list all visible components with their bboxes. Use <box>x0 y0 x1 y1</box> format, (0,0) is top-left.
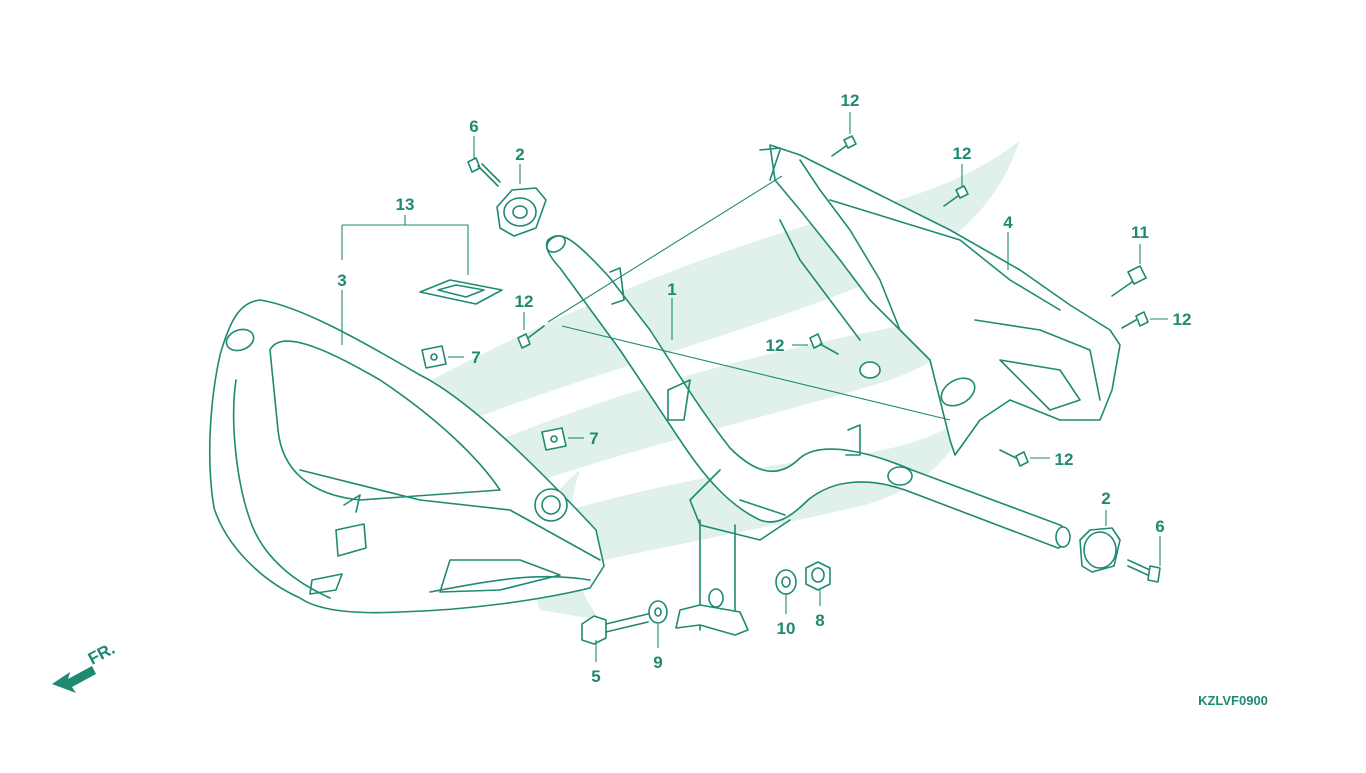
screw-12e <box>1121 311 1149 329</box>
callout-9: 9 <box>653 653 662 672</box>
screw-lower <box>1127 559 1161 583</box>
clip-nut-lower <box>541 427 567 451</box>
screw-12a <box>517 325 545 349</box>
callout-12-top-right: 12 <box>953 144 972 163</box>
callout-12-right: 12 <box>1173 310 1192 329</box>
callout-13: 13 <box>396 195 415 214</box>
callout-2-lower: 2 <box>1101 489 1110 508</box>
callout-7-upper: 7 <box>471 348 480 367</box>
washer-10 <box>775 569 797 595</box>
callout-4: 4 <box>1003 213 1013 232</box>
screw-12c <box>943 185 969 207</box>
callout-6-upper: 6 <box>469 117 478 136</box>
front-cover <box>208 299 605 614</box>
grommet-8 <box>805 561 831 591</box>
leader-lines <box>341 112 1168 662</box>
callout-11: 11 <box>1131 223 1149 242</box>
bolt-5 <box>581 613 649 645</box>
screw-upper <box>467 157 501 187</box>
callout-12-left: 12 <box>515 292 534 311</box>
washer-9 <box>648 600 668 624</box>
diagram-code: KZLVF0900 <box>1198 693 1268 708</box>
clip-nut-upper <box>421 345 447 369</box>
callout-1: 1 <box>667 280 676 299</box>
front-direction-label: FR. <box>85 639 118 669</box>
callout-2-upper: 2 <box>515 145 524 164</box>
callout-3: 3 <box>337 271 346 290</box>
callout-10: 10 <box>777 619 796 638</box>
handle-weight-right <box>1079 527 1121 573</box>
screw-12b <box>831 135 857 157</box>
callout-7-lower: 7 <box>589 429 598 448</box>
bolt-11 <box>1111 265 1147 297</box>
callout-5: 5 <box>591 667 600 686</box>
front-direction-arrow: FR. <box>52 639 118 693</box>
handle-weight-left <box>496 187 547 237</box>
screw-12f <box>999 449 1029 467</box>
screw-12d <box>809 333 839 355</box>
callout-8: 8 <box>815 611 824 630</box>
rear-cover <box>759 144 1121 456</box>
callout-12-middle: 12 <box>766 336 785 355</box>
callout-12-top: 12 <box>841 91 860 110</box>
emblem <box>419 279 503 305</box>
callouts: 1 2 2 3 4 5 6 6 7 7 8 9 10 11 12 12 12 1… <box>337 91 1191 686</box>
handlebar <box>545 235 1071 636</box>
callout-6-lower: 6 <box>1155 517 1164 536</box>
callout-12-lower-right: 12 <box>1055 450 1074 469</box>
